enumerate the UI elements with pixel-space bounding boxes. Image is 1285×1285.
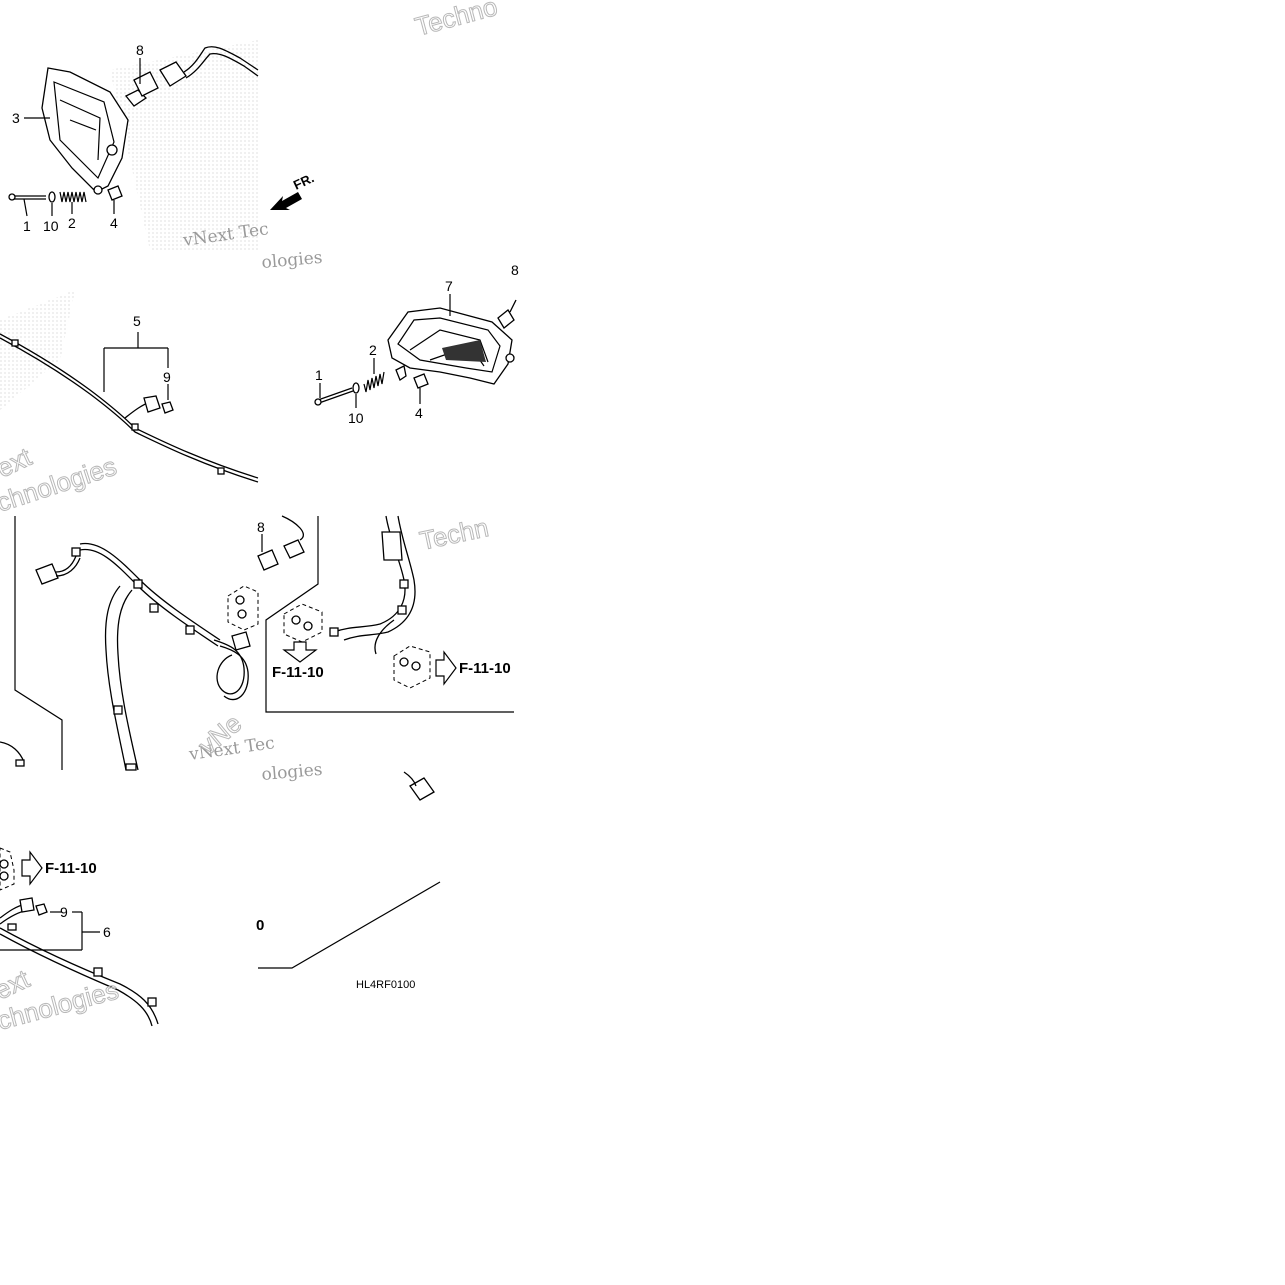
callout-4-a: 4	[110, 215, 118, 231]
tile-headlight-right: 7 8 1 2 10 4	[314, 262, 519, 426]
bulb-socket-left	[124, 46, 259, 107]
direction-label: FR.	[291, 170, 316, 192]
callout-8-a: 8	[136, 42, 144, 58]
callout-2-a: 2	[68, 215, 76, 231]
headlight-housing-left	[41, 67, 129, 195]
callout-2-b: 2	[369, 342, 377, 358]
headlight-housing-right	[387, 299, 517, 385]
callout-10-a: 10	[43, 218, 59, 234]
callout-5: 5	[133, 313, 141, 329]
diagram-code: HL4RF0100	[356, 979, 415, 991]
ref-label-partial: 0	[256, 917, 264, 934]
down-arrow-icon	[282, 641, 318, 663]
callout-10-b: 10	[348, 410, 364, 426]
watermark-3: Techno	[412, 0, 501, 42]
front-direction-arrow: FR.	[270, 170, 316, 210]
tile-harness-6: F-11-10 9 6 ext chnologies	[0, 847, 159, 1036]
arrow-icon	[270, 192, 302, 210]
watermark-9: Techn	[417, 512, 491, 556]
watermark-8: ologies	[261, 760, 324, 785]
ref-label-a: F-11-10	[272, 664, 324, 681]
ref-label-c: F-11-10	[45, 860, 97, 877]
reflector-shade	[442, 340, 486, 362]
callout-7: 7	[445, 278, 453, 294]
tile-main-harness: 8 vNext Tec ologies vNe	[0, 515, 324, 785]
callout-6: 6	[103, 924, 111, 940]
right-arrow-icon-a	[435, 650, 457, 686]
ref-label-b: F-11-10	[459, 660, 511, 677]
callout-4-b: 4	[415, 405, 423, 421]
callout-1-a: 1	[23, 218, 31, 234]
tile-headlight-left: 8 3 1 10 2 4 vNext Tec	[8, 40, 270, 251]
tile-outline-bottom: 0 HL4RF0100	[256, 771, 441, 991]
tile-inset-box: F-11-10 F-11-10 Techn	[265, 512, 514, 713]
dotted-logo-bg-2	[0, 290, 75, 410]
fastener-set-left	[8, 185, 123, 203]
callout-1-b: 1	[315, 367, 323, 383]
callout-9-b: 9	[60, 904, 68, 920]
callout-8-partial: 8	[511, 262, 519, 278]
callout-8-b: 8	[257, 519, 265, 535]
callout-3: 3	[12, 110, 20, 126]
tile-harness-5: 5 9 ext chnologies	[0, 290, 259, 518]
callout-9-a: 9	[163, 369, 171, 385]
fastener-set-right	[314, 365, 429, 406]
right-arrow-icon-b	[21, 850, 43, 886]
watermark-2: ologies	[261, 248, 324, 273]
